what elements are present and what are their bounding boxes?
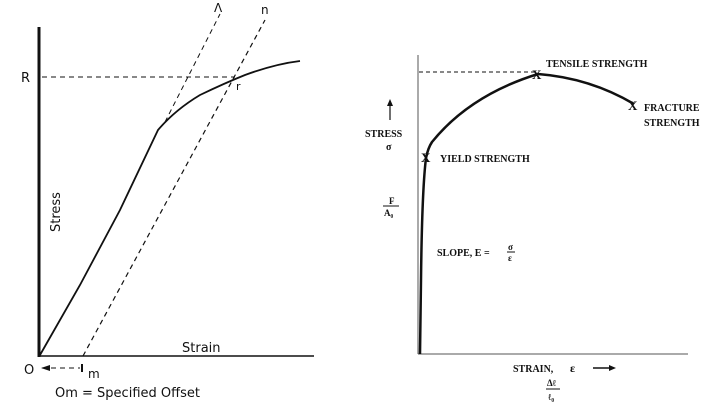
fracture-strength-label-2: STRENGTH [644, 118, 700, 129]
offset-arrow-left [41, 365, 50, 371]
fracture-marker: X [628, 98, 638, 113]
fracture-strength-label-1: FRACTURE [644, 103, 700, 114]
yield-marker: X [421, 150, 431, 165]
force-numerator: F [389, 196, 395, 206]
slope-label: SLOPE, E = [437, 248, 490, 259]
stress-strain-curve [39, 60, 301, 356]
label-n: n [261, 3, 269, 17]
tensile-strength-label: TENSILE STRENGTH [546, 59, 648, 70]
offset-caption: Om = Specified Offset [55, 386, 200, 401]
stress-symbol: σ [386, 142, 392, 153]
slope-numerator: σ [508, 242, 513, 252]
strain-right-arrowhead [609, 365, 616, 371]
slope-denominator: ε [508, 253, 512, 263]
offset-method-diagram: R Λ n r Strain Stress O m Om = Specified… [21, 1, 314, 401]
label-lambda: Λ [214, 1, 223, 15]
label-r-level: R [21, 71, 30, 86]
label-r-intersection: r [236, 80, 241, 93]
stress-up-arrowhead [387, 99, 393, 106]
strain-numerator: Δℓ [547, 378, 557, 388]
yield-strength-label: YIELD STRENGTH [440, 154, 530, 165]
strain-symbol: ε [570, 361, 575, 375]
stress-axis-label: STRESS [365, 129, 403, 140]
strain-axis-label: Strain [182, 341, 221, 356]
strain-axis-label: STRAIN, [513, 364, 554, 375]
stress-strain-curve [418, 72, 635, 355]
offset-m-label: m [88, 367, 100, 381]
stress-strain-diagram: X X X TENSILE STRENGTH FRACTURE STRENGTH… [365, 55, 700, 402]
dashed-offset-line-n [82, 19, 266, 357]
strain-denominator: ℓ₀ [548, 392, 554, 402]
dashed-line-lambda [164, 13, 221, 123]
area-denominator: A₀ [384, 208, 393, 218]
origin-label: O [24, 363, 34, 378]
stress-axis-label: Stress [49, 192, 64, 232]
tensile-marker: X [532, 67, 542, 82]
